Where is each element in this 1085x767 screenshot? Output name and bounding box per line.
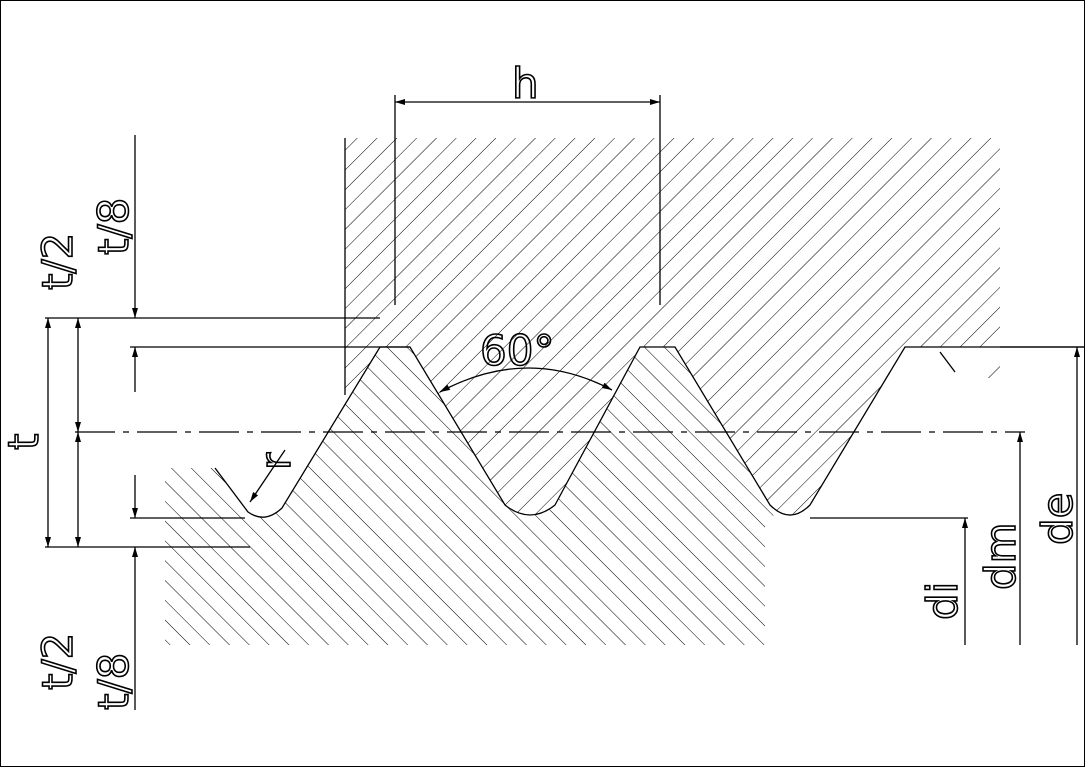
d-inner-label: di bbox=[918, 582, 967, 620]
radius-leader bbox=[249, 449, 286, 503]
radius-label: r bbox=[251, 452, 300, 470]
right-dimensions bbox=[962, 347, 1080, 645]
t-half-bottom-label: t/2 bbox=[33, 633, 82, 690]
thread-profile bbox=[214, 346, 1085, 518]
t-eighth-top-label: t/8 bbox=[89, 198, 138, 255]
t-half-top-label: t/2 bbox=[33, 233, 82, 290]
t-eighth-bottom-label: t/8 bbox=[89, 653, 138, 710]
angle-arc bbox=[439, 367, 613, 393]
pitch-dimension bbox=[394, 95, 661, 305]
t-label: t bbox=[0, 434, 48, 450]
d-mean-label: dm bbox=[976, 522, 1025, 590]
reference-lines bbox=[45, 317, 1085, 548]
angle-label: 60° bbox=[480, 326, 554, 375]
pitch-label: h bbox=[512, 59, 539, 108]
nut-section bbox=[345, 138, 1000, 515]
d-outer-label: de bbox=[1033, 493, 1082, 546]
left-dimensions bbox=[45, 135, 138, 710]
bolt-section bbox=[165, 347, 776, 645]
